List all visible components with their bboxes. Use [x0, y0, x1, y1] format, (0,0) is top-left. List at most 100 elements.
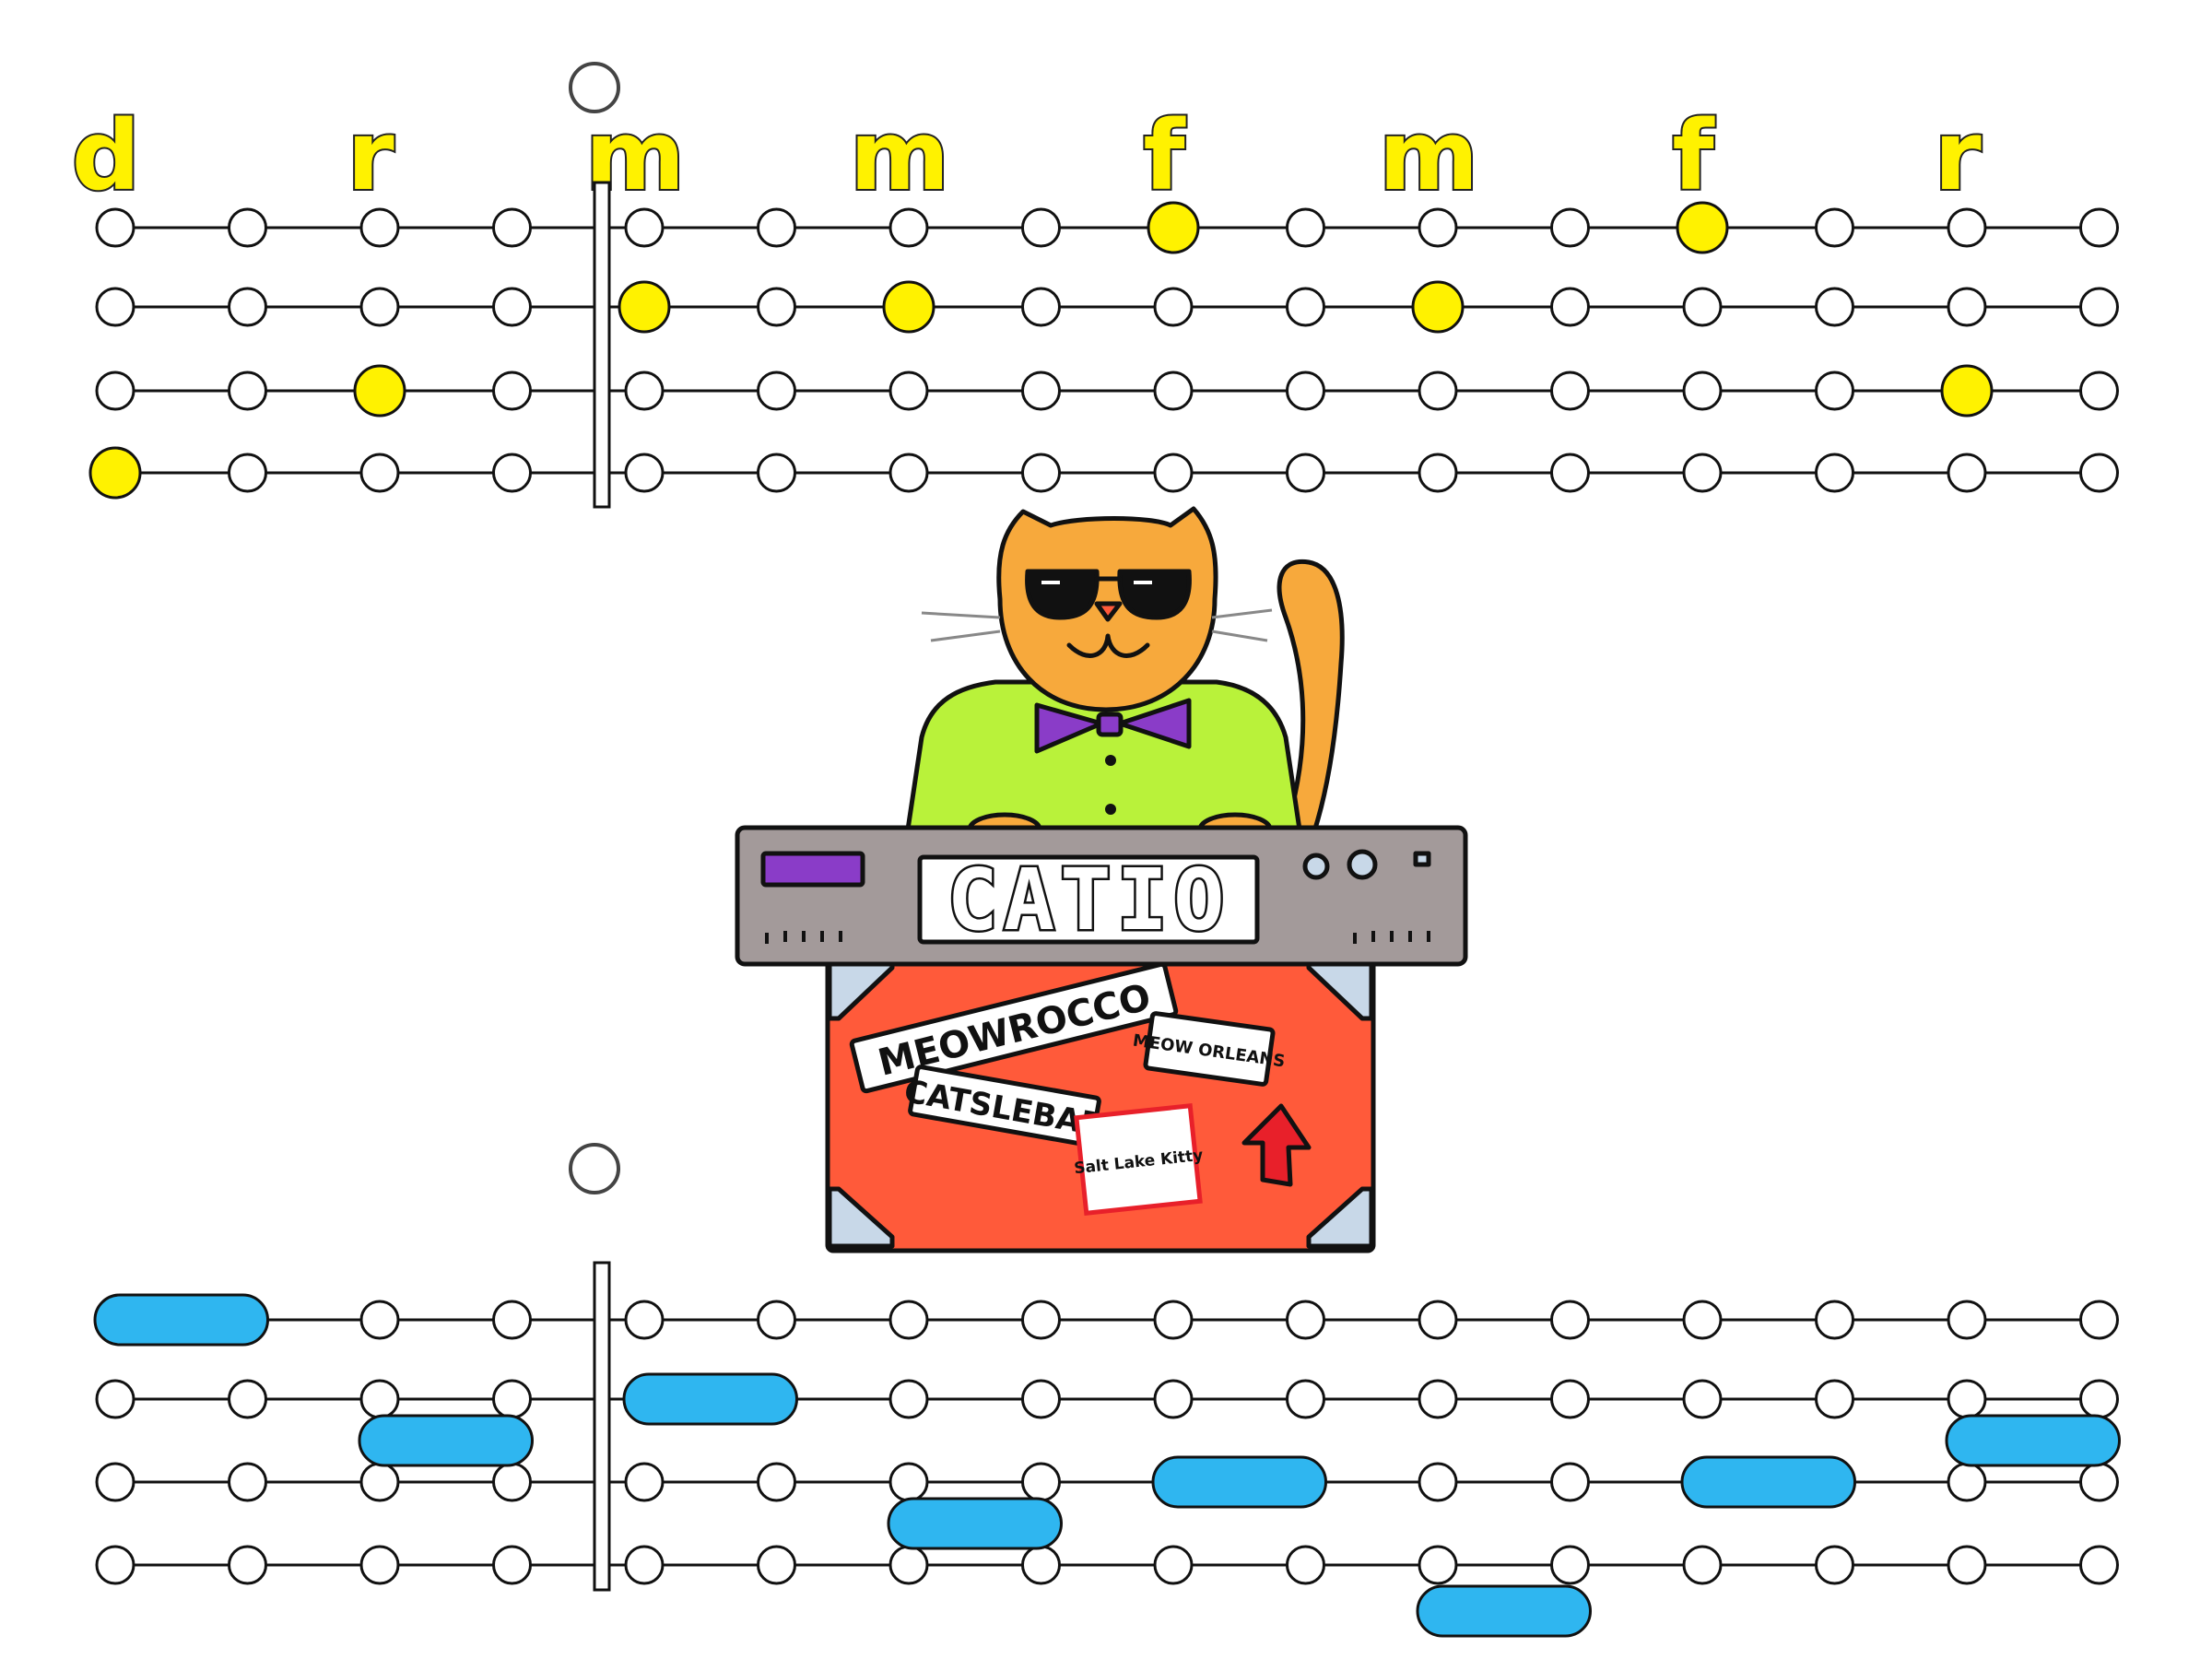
beat-slot[interactable] [757, 1462, 796, 1502]
note-bar[interactable] [1945, 1414, 2121, 1467]
beat-slot[interactable] [888, 1300, 929, 1340]
beat-slot[interactable] [228, 1379, 267, 1419]
beat-slot[interactable] [1418, 207, 1458, 248]
beat-slot[interactable] [492, 1545, 532, 1585]
beat-slot[interactable] [888, 453, 929, 493]
beat-slot[interactable] [2079, 287, 2119, 327]
beat-slot[interactable] [1286, 1379, 1325, 1419]
beat-slot[interactable] [888, 371, 929, 411]
note-bar[interactable] [1680, 1455, 1856, 1509]
note-bar[interactable] [358, 1414, 534, 1467]
beat-slot[interactable] [95, 1462, 135, 1502]
beat-slot[interactable] [1550, 1462, 1590, 1502]
beat-slot[interactable] [757, 1300, 796, 1340]
beat-slot[interactable] [1153, 453, 1194, 493]
beat-slot[interactable] [1418, 1462, 1458, 1502]
beat-slot[interactable] [492, 1300, 532, 1340]
beat-slot[interactable] [1947, 453, 1987, 493]
active-note[interactable] [88, 446, 142, 500]
beat-slot[interactable] [1947, 1462, 1987, 1502]
beat-slot[interactable] [1682, 453, 1723, 493]
active-note[interactable] [353, 364, 406, 418]
beat-slot[interactable] [228, 207, 267, 248]
beat-slot[interactable] [757, 207, 796, 248]
beat-slot[interactable] [359, 207, 400, 248]
beat-slot[interactable] [1682, 371, 1723, 411]
beat-slot[interactable] [1418, 1379, 1458, 1419]
beat-slot[interactable] [492, 1462, 532, 1502]
beat-slot[interactable] [1947, 1300, 1987, 1340]
beat-slot[interactable] [492, 453, 532, 493]
beat-slot[interactable] [624, 1300, 665, 1340]
note-bar[interactable] [887, 1497, 1063, 1550]
note-bar[interactable] [1416, 1584, 1592, 1638]
beat-slot[interactable] [359, 1300, 400, 1340]
beat-slot[interactable] [1550, 1379, 1590, 1419]
beat-slot[interactable] [888, 1545, 929, 1585]
beat-slot[interactable] [1153, 1300, 1194, 1340]
beat-slot[interactable] [1021, 1462, 1061, 1502]
beat-slot[interactable] [1815, 1379, 1854, 1419]
beat-slot[interactable] [1550, 371, 1590, 411]
beat-slot[interactable] [1815, 287, 1854, 327]
beat-slot[interactable] [1815, 207, 1854, 248]
active-note[interactable] [1676, 201, 1729, 254]
note-bar[interactable] [1151, 1455, 1327, 1509]
beat-slot[interactable] [228, 371, 267, 411]
beat-slot[interactable] [1021, 287, 1061, 327]
beat-slot[interactable] [95, 287, 135, 327]
bottom-playhead[interactable] [569, 1143, 620, 1592]
beat-slot[interactable] [1153, 371, 1194, 411]
beat-slot[interactable] [1815, 453, 1854, 493]
beat-slot[interactable] [624, 1462, 665, 1502]
beat-slot[interactable] [1815, 1545, 1854, 1585]
note-bar[interactable] [93, 1293, 269, 1347]
beat-slot[interactable] [2079, 1545, 2119, 1585]
beat-slot[interactable] [1947, 287, 1987, 327]
beat-slot[interactable] [1947, 207, 1987, 248]
beat-slot[interactable] [359, 453, 400, 493]
beat-slot[interactable] [228, 1462, 267, 1502]
beat-slot[interactable] [1153, 287, 1194, 327]
active-note[interactable] [1147, 201, 1200, 254]
beat-slot[interactable] [1286, 1545, 1325, 1585]
beat-slot[interactable] [757, 1545, 796, 1585]
beat-slot[interactable] [1021, 453, 1061, 493]
beat-slot[interactable] [95, 207, 135, 248]
beat-slot[interactable] [95, 1379, 135, 1419]
beat-slot[interactable] [1153, 1545, 1194, 1585]
beat-slot[interactable] [2079, 1462, 2119, 1502]
beat-slot[interactable] [359, 1545, 400, 1585]
beat-slot[interactable] [95, 1545, 135, 1585]
beat-slot[interactable] [624, 371, 665, 411]
beat-slot[interactable] [757, 287, 796, 327]
beat-slot[interactable] [95, 371, 135, 411]
bottom-playhead-bar[interactable] [593, 1261, 611, 1592]
active-note[interactable] [618, 280, 671, 334]
beat-slot[interactable] [1418, 371, 1458, 411]
beat-slot[interactable] [359, 1379, 400, 1419]
beat-slot[interactable] [1550, 453, 1590, 493]
bottom-playhead-handle[interactable] [569, 1143, 620, 1194]
beat-slot[interactable] [888, 1462, 929, 1502]
beat-slot[interactable] [2079, 1379, 2119, 1419]
beat-slot[interactable] [757, 371, 796, 411]
beat-slot[interactable] [624, 453, 665, 493]
beat-slot[interactable] [492, 371, 532, 411]
beat-slot[interactable] [1682, 1300, 1723, 1340]
beat-slot[interactable] [1815, 1300, 1854, 1340]
active-note[interactable] [882, 280, 935, 334]
beat-slot[interactable] [1550, 1545, 1590, 1585]
beat-slot[interactable] [757, 453, 796, 493]
beat-slot[interactable] [1682, 1379, 1723, 1419]
beat-slot[interactable] [1021, 1545, 1061, 1585]
beat-slot[interactable] [1021, 1300, 1061, 1340]
note-bar[interactable] [622, 1372, 798, 1426]
beat-slot[interactable] [492, 207, 532, 248]
beat-slot[interactable] [624, 207, 665, 248]
beat-slot[interactable] [1286, 371, 1325, 411]
beat-slot[interactable] [2079, 371, 2119, 411]
beat-slot[interactable] [1682, 1545, 1723, 1585]
beat-slot[interactable] [1418, 1545, 1458, 1585]
beat-slot[interactable] [2079, 1300, 2119, 1340]
